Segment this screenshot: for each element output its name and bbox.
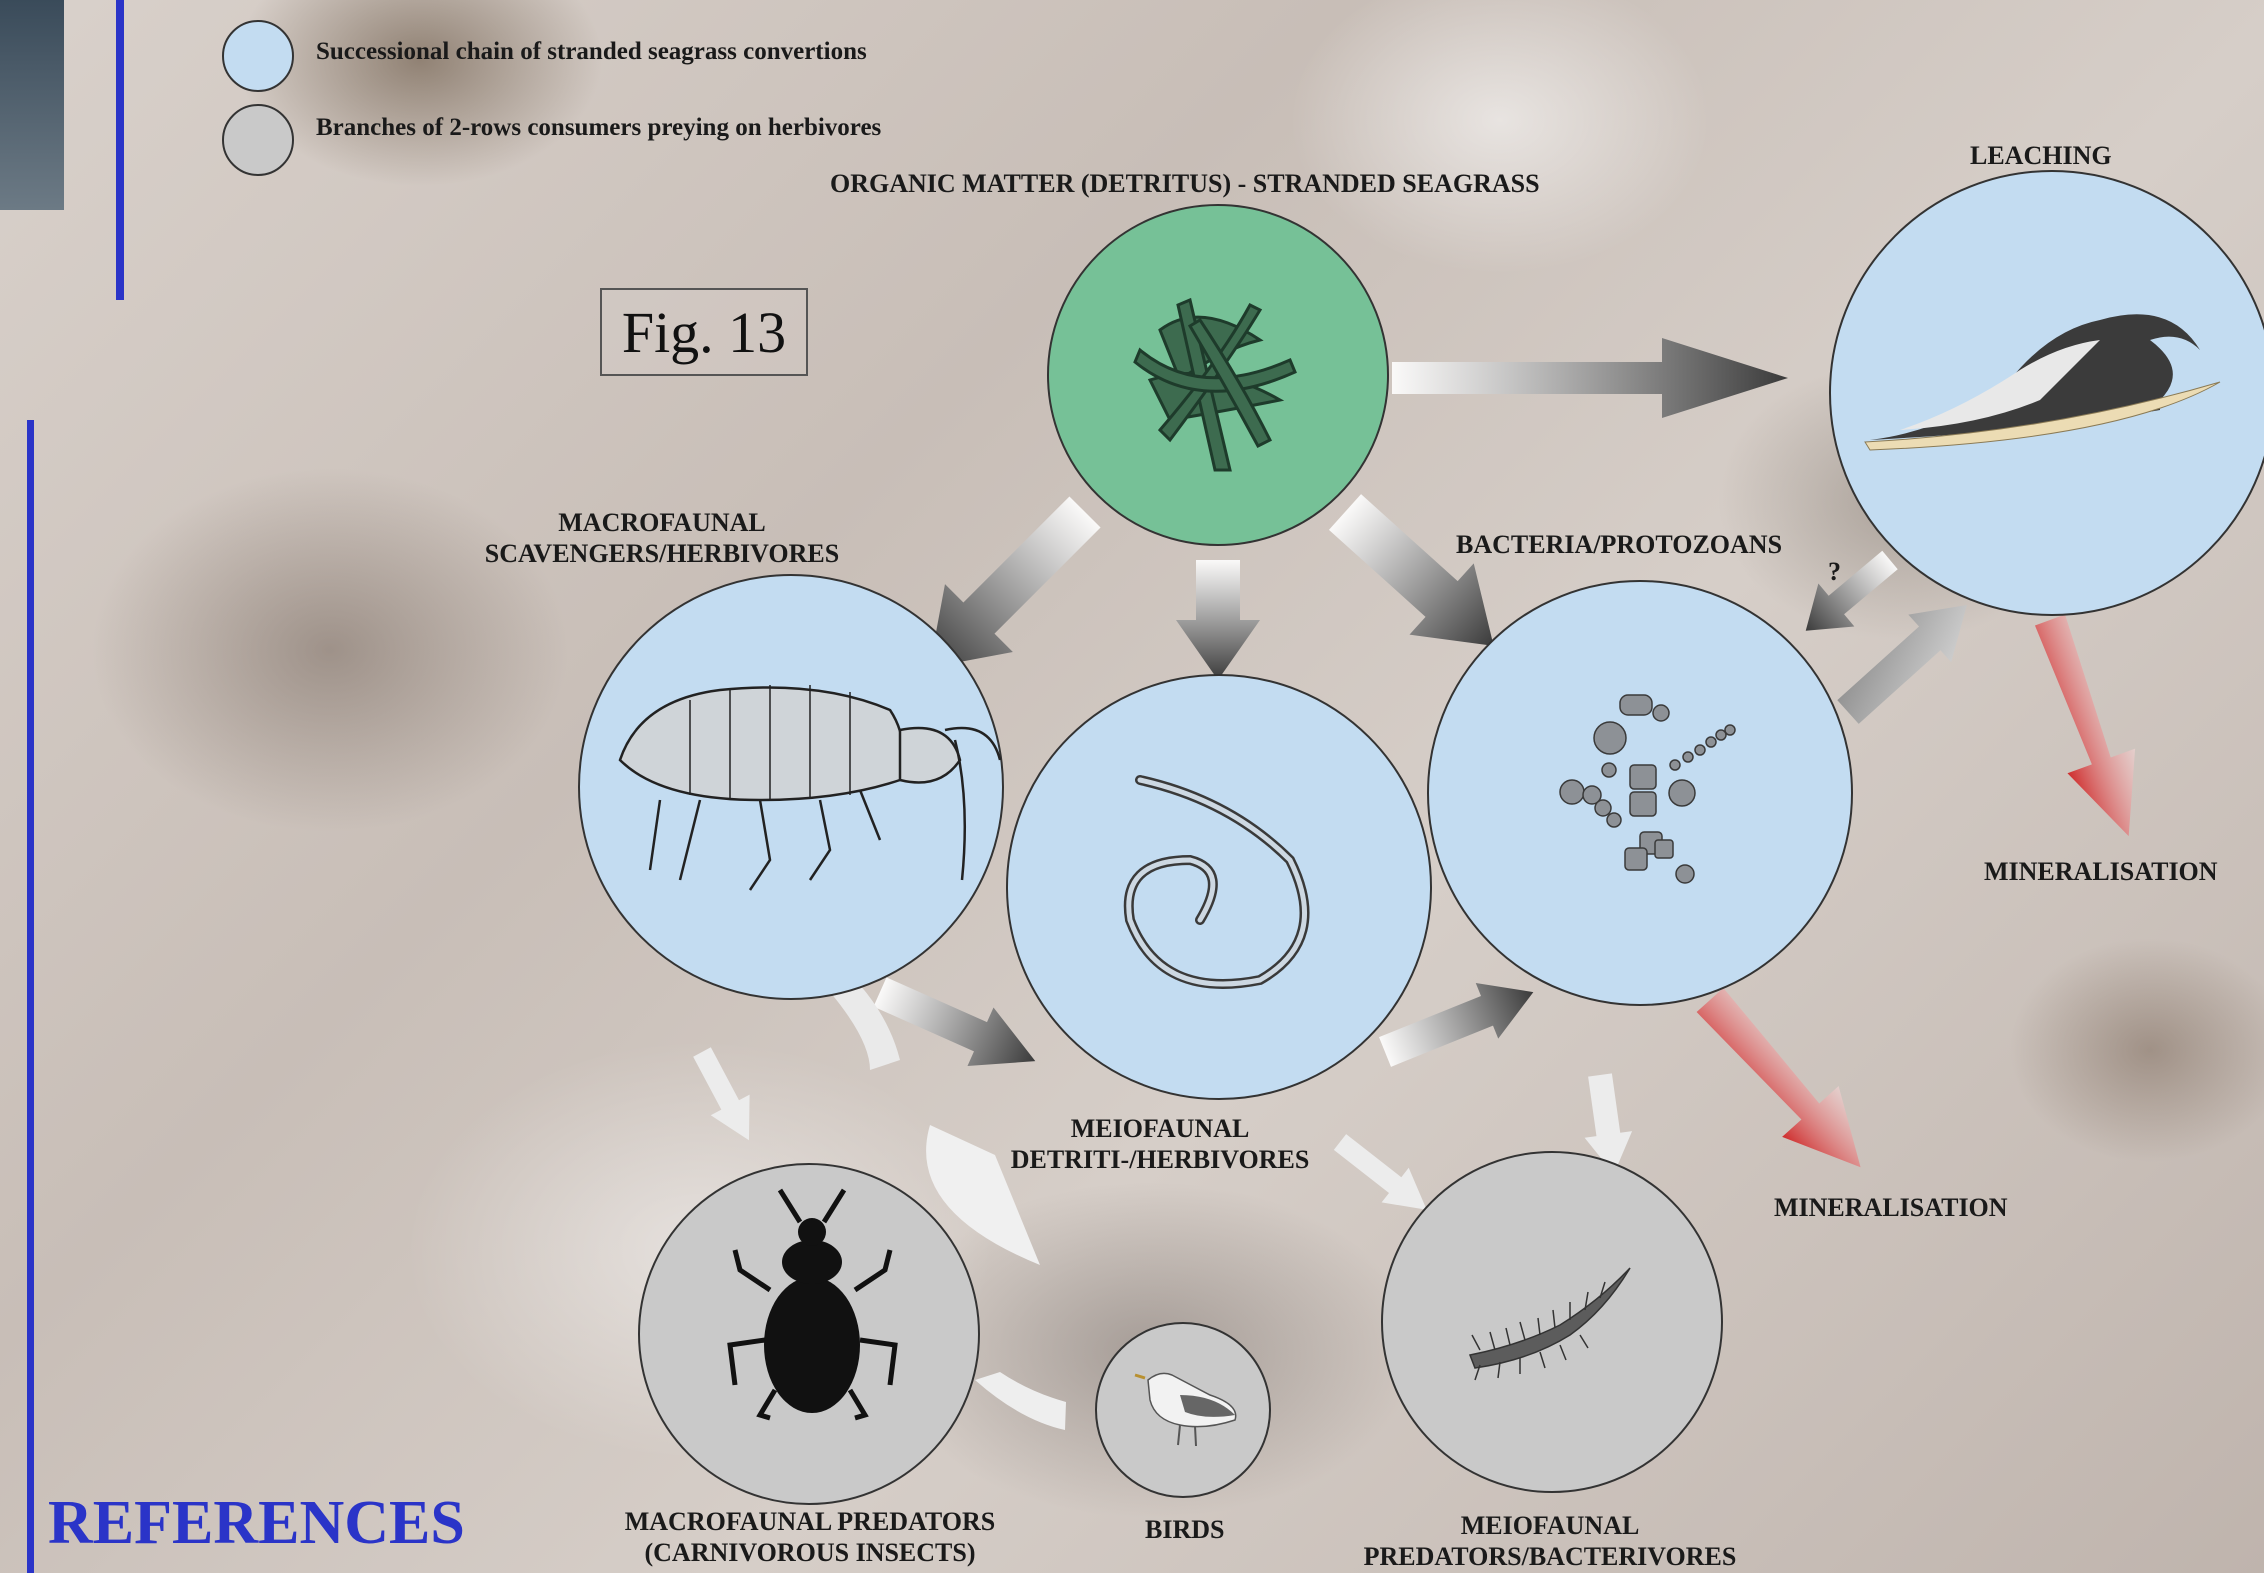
label-meio-predators-line2: PREDATORS/BACTERIVORES <box>1340 1541 1760 1572</box>
arrow-leaching-bacteria <box>1788 539 1908 653</box>
label-macro-scavengers-line1: MACROFAUNAL <box>462 507 862 538</box>
arrow-macro-meio <box>867 963 1048 1091</box>
circle-meio-predators <box>1382 1152 1722 1492</box>
label-macro-predators-line2: (CARNIVOROUS INSECTS) <box>600 1537 1020 1568</box>
label-bacteria: BACTERIA/PROTOZOANS <box>1456 529 1782 560</box>
label-meio-herbivores-line2: DETRITI-/HERBIVORES <box>960 1144 1360 1175</box>
label-macro-scavengers: MACROFAUNAL SCAVENGERS/HERBIVORES <box>462 507 862 569</box>
label-mineralisation-1: MINERALISATION <box>1984 856 2218 887</box>
arrow-leaching-mineralisation <box>2016 608 2162 849</box>
label-leaching: LEACHING <box>1970 140 2112 171</box>
label-birds: BIRDS <box>1145 1514 1224 1545</box>
arrow-detritus-leaching <box>1392 338 1788 418</box>
label-macro-predators: MACROFAUNAL PREDATORS (CARNIVOROUS INSEC… <box>600 1506 1020 1568</box>
arrow-bacteria-mineralisation <box>1682 975 1889 1193</box>
label-meio-predators: MEIOFAUNAL PREDATORS/BACTERIVORES <box>1340 1510 1760 1572</box>
references-link[interactable]: REFERENCES <box>48 1488 465 1559</box>
label-meio-herbivores-line1: MEIOFAUNAL <box>960 1113 1360 1144</box>
label-meio-herbivores: MEIOFAUNAL DETRITI-/HERBIVORES <box>960 1113 1360 1175</box>
arrow-detritus-meio <box>1176 560 1260 680</box>
arc-birds-3 <box>975 1372 1066 1430</box>
arrow-macro-predators <box>683 1042 769 1151</box>
label-macro-scavengers-line2: SCAVENGERS/HERBIVORES <box>462 538 862 569</box>
label-meio-predators-line1: MEIOFAUNAL <box>1340 1510 1760 1541</box>
label-mineralisation-2: MINERALISATION <box>1774 1192 2008 1223</box>
label-macro-predators-line1: MACROFAUNAL PREDATORS <box>600 1506 1020 1537</box>
circle-meio-herbivores <box>1007 675 1431 1099</box>
label-question-mark: ? <box>1828 556 1841 587</box>
label-detritus: ORGANIC MATTER (DETRITUS) - STRANDED SEA… <box>830 168 1540 199</box>
